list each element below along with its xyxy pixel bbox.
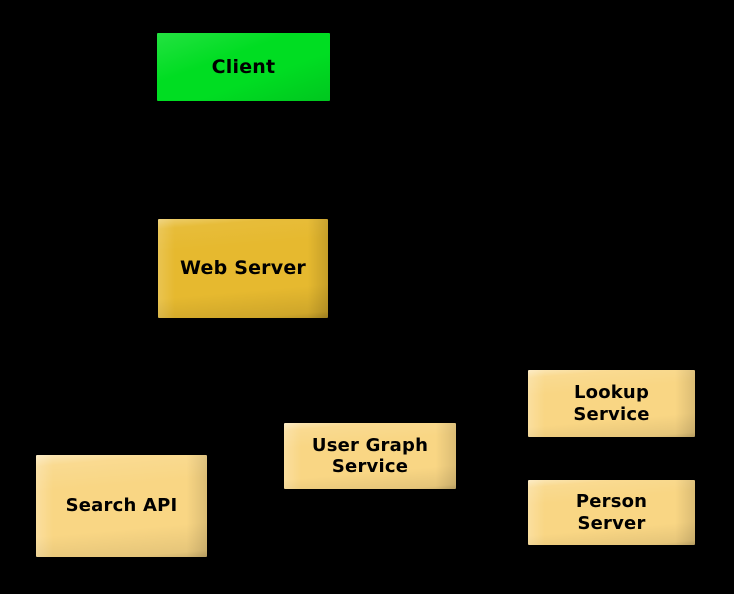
node-web-server[interactable]: Web Server bbox=[158, 219, 328, 318]
node-lookup-service-label: Lookup Service bbox=[573, 382, 650, 425]
node-client[interactable]: Client bbox=[157, 33, 330, 101]
node-client-label: Client bbox=[211, 55, 276, 78]
node-search-api-label: Search API bbox=[65, 495, 178, 517]
node-person-server[interactable]: Person Server bbox=[528, 480, 695, 545]
node-person-server-label: Person Server bbox=[575, 491, 648, 534]
node-search-api[interactable]: Search API bbox=[36, 455, 207, 557]
node-user-graph-service[interactable]: User Graph Service bbox=[284, 423, 456, 489]
node-web-server-label: Web Server bbox=[180, 257, 306, 280]
node-lookup-service[interactable]: Lookup Service bbox=[528, 370, 695, 437]
node-user-graph-service-label: User Graph Service bbox=[311, 434, 429, 477]
